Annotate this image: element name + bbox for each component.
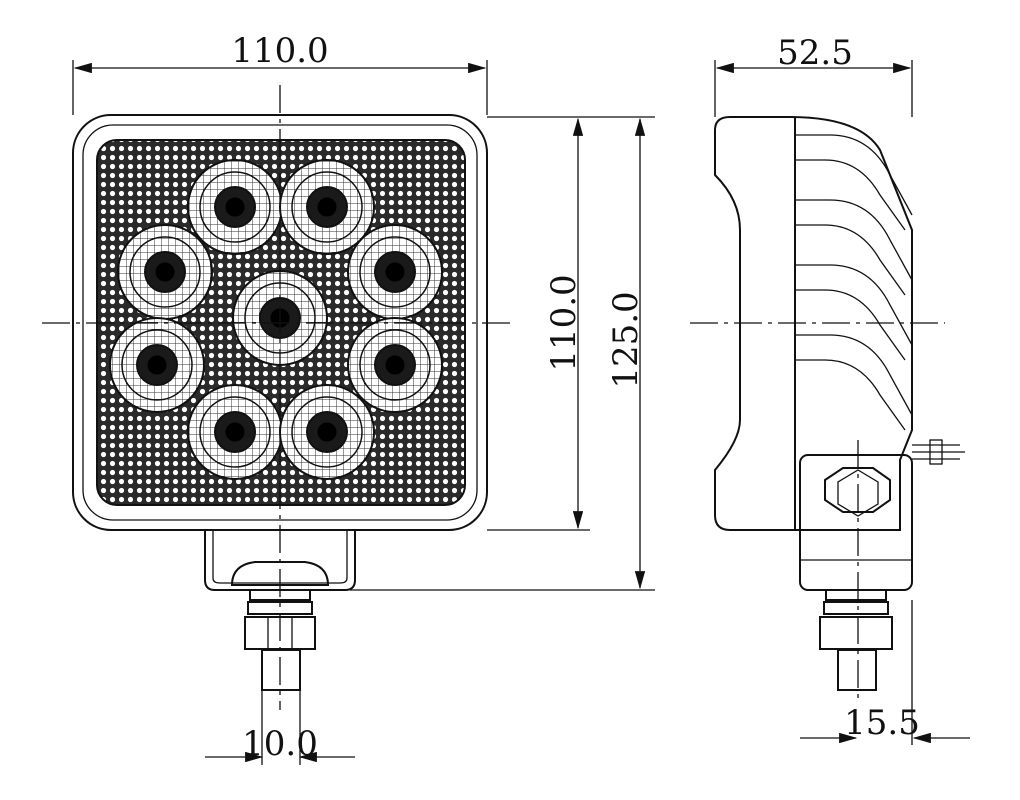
dim-label-width: 110.0	[231, 31, 328, 71]
dimension-bolt-width: 10.0	[205, 690, 355, 765]
side-bracket	[799, 454, 913, 591]
led-reflector	[187, 384, 283, 480]
front-view	[42, 85, 515, 710]
dim-label-bolt: 10.0	[242, 724, 318, 764]
led-reflector	[279, 159, 375, 255]
dim-label-height: 110.0	[544, 274, 584, 371]
cooling-fins	[794, 134, 913, 431]
dim-label-depth: 52.5	[777, 33, 853, 73]
fin	[794, 264, 913, 361]
led-reflector	[187, 159, 283, 255]
led-reflector	[109, 317, 205, 413]
dimension-side-depth: 52.5	[714, 33, 913, 117]
fin	[794, 199, 913, 296]
side-view	[690, 116, 965, 700]
dimension-side-bolt: 15.5	[800, 600, 970, 745]
dimension-front-width: 110.0	[72, 31, 488, 115]
pivot-bolt-head	[824, 467, 891, 513]
led-reflector	[347, 317, 443, 413]
led-group	[109, 159, 443, 480]
led-reflector	[347, 224, 443, 320]
led-reflector	[117, 224, 213, 320]
dim-label-bolt-offset: 15.5	[844, 703, 920, 743]
dim-label-total-height: 125.0	[606, 291, 646, 388]
led-reflector	[279, 384, 375, 480]
fin	[794, 334, 913, 431]
fin	[794, 134, 913, 231]
dimension-front-height: 110.0 125.0	[350, 116, 655, 591]
cable	[912, 444, 965, 460]
